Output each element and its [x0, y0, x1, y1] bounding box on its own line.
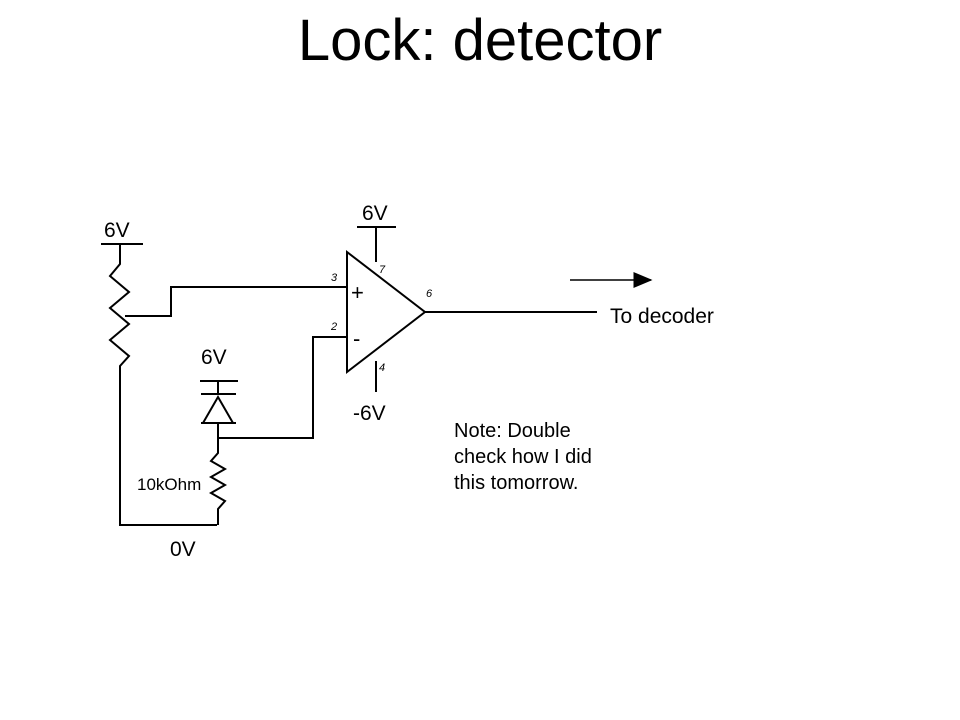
note-line: Note: Double — [454, 420, 571, 442]
pin-3-label: 3 — [331, 272, 338, 284]
note-text: Note: Double check how I did this tomorr… — [454, 418, 654, 496]
note-line: check how I did — [454, 446, 592, 468]
pin-2-label: 2 — [330, 321, 337, 333]
resistor-label: 10kOhm — [137, 475, 201, 494]
diode — [201, 394, 235, 424]
wiper-wire — [125, 286, 347, 317]
resistor-10k — [208, 438, 228, 525]
minus-sign: - — [353, 326, 360, 351]
pin-4-label: 4 — [379, 362, 385, 374]
plus-sign: + — [351, 280, 364, 305]
page-title: Lock: detector — [297, 8, 663, 73]
op-amp — [346, 249, 427, 375]
pin-6-label: 6 — [426, 288, 433, 300]
output-label: To decoder — [610, 305, 714, 328]
opamp-vpos-label: 6V — [362, 202, 388, 225]
note-line: this tomorrow. — [454, 472, 579, 494]
pin-7-label: 7 — [379, 264, 386, 276]
diode-supply-label: 6V — [201, 346, 227, 369]
pot-supply-label: 6V — [104, 219, 130, 242]
inverting-input-wire — [219, 336, 347, 439]
opamp-vneg-label: -6V — [353, 402, 386, 425]
potentiometer — [108, 244, 131, 382]
ground-label: 0V — [170, 538, 196, 561]
ground-wire — [119, 382, 217, 526]
